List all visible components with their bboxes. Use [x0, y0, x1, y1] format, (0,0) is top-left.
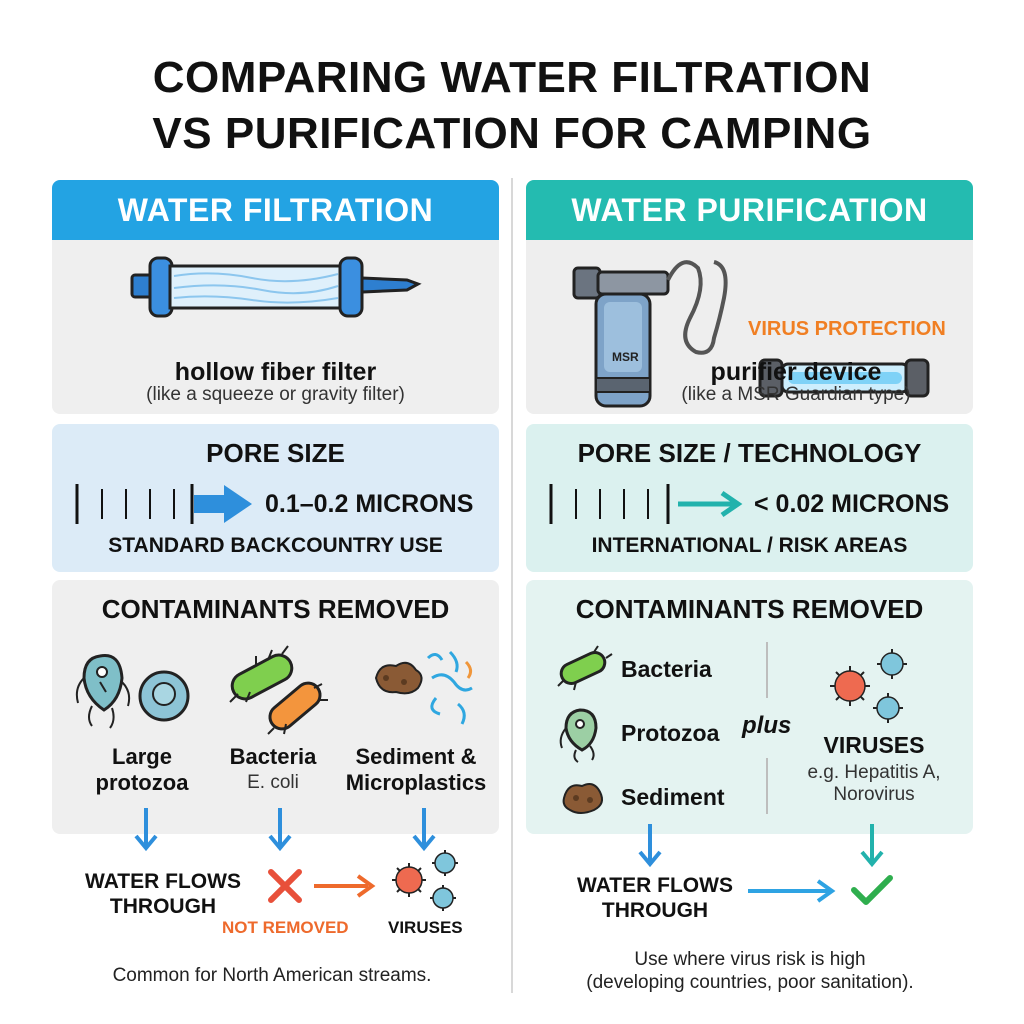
- purification-device-subtitle: (like a MSR Guardian type): [681, 384, 911, 405]
- sediment-icon: [562, 783, 603, 814]
- purification-contaminants-title: CONTAMINANTS REMOVED: [575, 594, 924, 624]
- viruses-examples: e.g. Hepatitis A, Norovirus: [807, 762, 941, 805]
- virus-cluster-icon: [392, 850, 458, 911]
- filtration-device-panel: hollow fiber filter (like a squeeze or g…: [52, 240, 499, 414]
- filtration-flow-text: WATER FLOWS THROUGH: [85, 870, 241, 918]
- purification-device-panel: MSR VIRUS PROTECTION purifier device (li…: [526, 240, 973, 414]
- uv-lamp-icon: [758, 358, 930, 398]
- purification-device-name: purifier device: [710, 358, 882, 386]
- not-removed-x-icon: [268, 869, 302, 903]
- protozoa-icon: [559, 708, 598, 763]
- column-divider: [511, 178, 513, 993]
- sediment-label: Sediment & Microplastics: [345, 744, 487, 795]
- check-icon: [851, 875, 893, 905]
- protozoa-label: Large protozoa: [95, 744, 189, 795]
- purification-flow-arrows: [638, 824, 884, 868]
- filtration-pore-note: STANDARD BACKCOUNTRY USE: [108, 534, 443, 557]
- purification-column: WATER PURIFICATION MSR VIRUS PROTECTION …: [526, 180, 973, 834]
- filtration-device-name: hollow fiber filter: [174, 358, 377, 386]
- filtration-header: WATER FILTRATION: [52, 180, 499, 240]
- viruses-label: VIRUSES: [823, 732, 925, 758]
- separator-line-top: [766, 642, 768, 698]
- filtration-device-subtitle: (like a squeeze or gravity filter): [146, 384, 405, 405]
- filtration-footer: Common for North American streams.: [112, 965, 432, 986]
- bacteria-icon: [557, 645, 613, 691]
- pore-scale-icon: [75, 484, 252, 524]
- purification-pore-title: PORE SIZE / TECHNOLOGY: [577, 438, 922, 468]
- orange-arrow-icon: [314, 874, 376, 898]
- page-title: COMPARING WATER FILTRATION VS PURIFICATI…: [152, 53, 872, 158]
- purification-pore-note: INTERNATIONAL / RISK AREAS: [591, 534, 908, 557]
- not-removed-label: NOT REMOVED: [222, 918, 349, 937]
- filtration-viruses-label: VIRUSES: [388, 918, 463, 937]
- bacteria-label: Bacteria E. coli: [229, 744, 317, 793]
- filtration-pore-value: 0.1–0.2 MICRONS: [265, 490, 474, 518]
- virus-cluster-icon: [830, 649, 907, 723]
- purification-header: WATER PURIFICATION: [526, 180, 973, 240]
- filtration-column: WATER FILTRATION hollow fiber filter (li…: [52, 180, 499, 834]
- filtration-contaminants-title: CONTAMINANTS REMOVED: [101, 594, 450, 624]
- purification-pore-value: < 0.02 MICRONS: [754, 490, 950, 518]
- filtration-flow-arrows: [134, 808, 436, 852]
- protozoa-icon: [75, 653, 190, 729]
- bacteria-icon: [229, 645, 328, 735]
- purification-flow-text: WATER FLOWS THROUGH: [577, 874, 733, 922]
- blue-arrow-icon: [748, 879, 836, 903]
- bacteria-list-label: Bacteria: [621, 656, 712, 682]
- filtration-pore-panel: PORE SIZE 0.1–0.2 MICRONS STANDARD BACKC…: [52, 424, 499, 572]
- filtration-pore-title: PORE SIZE: [206, 438, 345, 468]
- filtration-contaminants-panel: CONTAMINANTS REMOVED Large protozoa Bact…: [52, 580, 499, 834]
- purification-footer: Use where virus risk is high (developing…: [586, 949, 914, 993]
- protozoa-list-label: Protozoa: [621, 720, 720, 746]
- sediment-microplastics-icon: [374, 650, 473, 725]
- virus-protection-label: VIRUS PROTECTION: [748, 318, 946, 340]
- separator-line-bottom: [766, 758, 768, 814]
- purification-pore-panel: PORE SIZE / TECHNOLOGY < 0.02 MICRONS IN…: [526, 424, 973, 572]
- purification-contaminants-panel: CONTAMINANTS REMOVED Bacteria Protozoa S…: [526, 580, 973, 834]
- plus-label: plus: [742, 712, 792, 739]
- msr-brand-logo: MSR: [612, 350, 639, 364]
- hollow-fiber-filter-icon: [130, 256, 422, 318]
- pore-scale-icon: [549, 484, 743, 524]
- purifier-pump-icon: [572, 260, 728, 408]
- sediment-list-label: Sediment: [621, 784, 725, 810]
